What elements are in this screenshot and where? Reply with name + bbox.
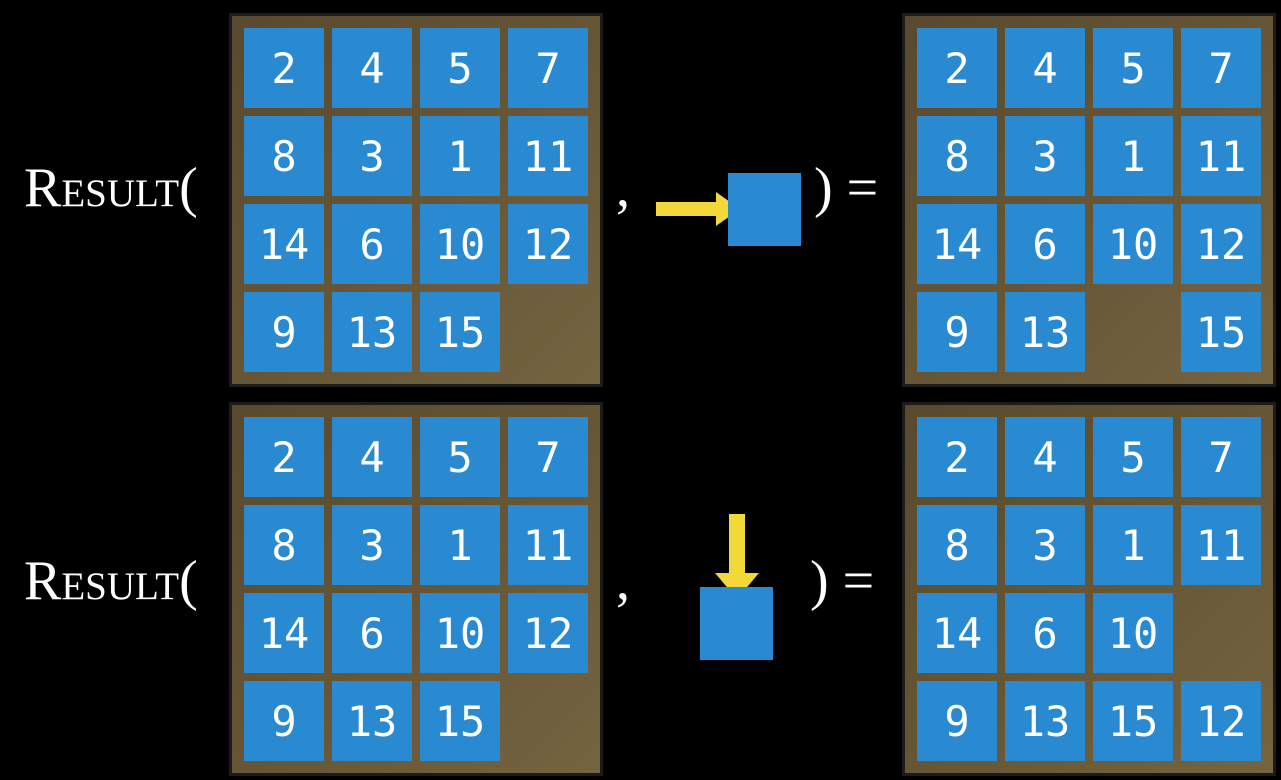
action-tile-1 [728, 173, 801, 246]
puzzle-tile-1: 1 [1093, 116, 1173, 196]
right-arrow-icon [656, 192, 740, 226]
puzzle-tile-3: 3 [1005, 505, 1085, 585]
puzzle-tile-15: 15 [420, 681, 500, 761]
puzzle-tile-7: 7 [508, 28, 588, 108]
empty-cell [1181, 593, 1261, 673]
puzzle-tile-7: 7 [1181, 417, 1261, 497]
puzzle-tile-12: 12 [1181, 681, 1261, 761]
puzzle-tile-11: 11 [1181, 505, 1261, 585]
puzzle-tile-14: 14 [244, 593, 324, 673]
puzzle-tile-12: 12 [508, 593, 588, 673]
puzzle-tile-7: 7 [1181, 28, 1261, 108]
puzzle-tile-10: 10 [420, 593, 500, 673]
puzzle-tile-10: 10 [1093, 204, 1173, 284]
puzzle-tile-5: 5 [420, 417, 500, 497]
action-tile-2 [700, 587, 773, 660]
puzzle-tile-7: 7 [508, 417, 588, 497]
separator-comma-2: , [616, 550, 630, 612]
puzzle-tile-11: 11 [508, 505, 588, 585]
puzzle-tile-8: 8 [244, 505, 324, 585]
puzzle-tile-14: 14 [917, 204, 997, 284]
puzzle-tile-9: 9 [917, 292, 997, 372]
close-equals-2: ) = [810, 550, 875, 612]
puzzle-tile-4: 4 [332, 417, 412, 497]
puzzle-tile-8: 8 [244, 116, 324, 196]
close-equals-1: ) = [814, 157, 879, 219]
puzzle-tile-5: 5 [1093, 28, 1173, 108]
puzzle-tile-2: 2 [244, 417, 324, 497]
puzzle-tile-13: 13 [332, 292, 412, 372]
function-label-2: Result( [24, 550, 198, 612]
puzzle-tile-9: 9 [244, 681, 324, 761]
empty-cell [1093, 292, 1173, 372]
puzzle-tile-15: 15 [1181, 292, 1261, 372]
puzzle-tile-2: 2 [917, 417, 997, 497]
empty-cell [508, 681, 588, 761]
puzzle-tile-3: 3 [1005, 116, 1085, 196]
empty-cell [508, 292, 588, 372]
puzzle-tile-1: 1 [1093, 505, 1173, 585]
puzzle-tile-13: 13 [1005, 681, 1085, 761]
puzzle-tile-10: 10 [420, 204, 500, 284]
puzzle-tile-1: 1 [420, 505, 500, 585]
puzzle-tile-5: 5 [1093, 417, 1173, 497]
puzzle-tile-4: 4 [1005, 417, 1085, 497]
puzzle-tile-1: 1 [420, 116, 500, 196]
puzzle-tile-6: 6 [332, 204, 412, 284]
puzzle-tile-6: 6 [1005, 204, 1085, 284]
puzzle-tile-12: 12 [508, 204, 588, 284]
down-arrow-icon [715, 514, 759, 599]
puzzle-tile-9: 9 [917, 681, 997, 761]
puzzle-tile-14: 14 [917, 593, 997, 673]
puzzle-tile-13: 13 [332, 681, 412, 761]
puzzle-tile-5: 5 [420, 28, 500, 108]
puzzle-tile-9: 9 [244, 292, 324, 372]
puzzle-tile-13: 13 [1005, 292, 1085, 372]
function-label-1: Result( [24, 157, 198, 219]
puzzle-tile-6: 6 [1005, 593, 1085, 673]
puzzle-tile-11: 11 [1181, 116, 1261, 196]
puzzle-tile-15: 15 [1093, 681, 1173, 761]
puzzle-tile-4: 4 [332, 28, 412, 108]
puzzle-tile-11: 11 [508, 116, 588, 196]
puzzle-tile-10: 10 [1093, 593, 1173, 673]
puzzle-tile-15: 15 [420, 292, 500, 372]
puzzle-tile-12: 12 [1181, 204, 1261, 284]
puzzle-tile-4: 4 [1005, 28, 1085, 108]
puzzle-tile-14: 14 [244, 204, 324, 284]
puzzle-tile-3: 3 [332, 505, 412, 585]
puzzle-tile-3: 3 [332, 116, 412, 196]
separator-comma-1: , [616, 157, 630, 219]
puzzle-tile-2: 2 [917, 28, 997, 108]
puzzle-tile-8: 8 [917, 505, 997, 585]
puzzle-tile-6: 6 [332, 593, 412, 673]
puzzle-tile-2: 2 [244, 28, 324, 108]
puzzle-tile-8: 8 [917, 116, 997, 196]
